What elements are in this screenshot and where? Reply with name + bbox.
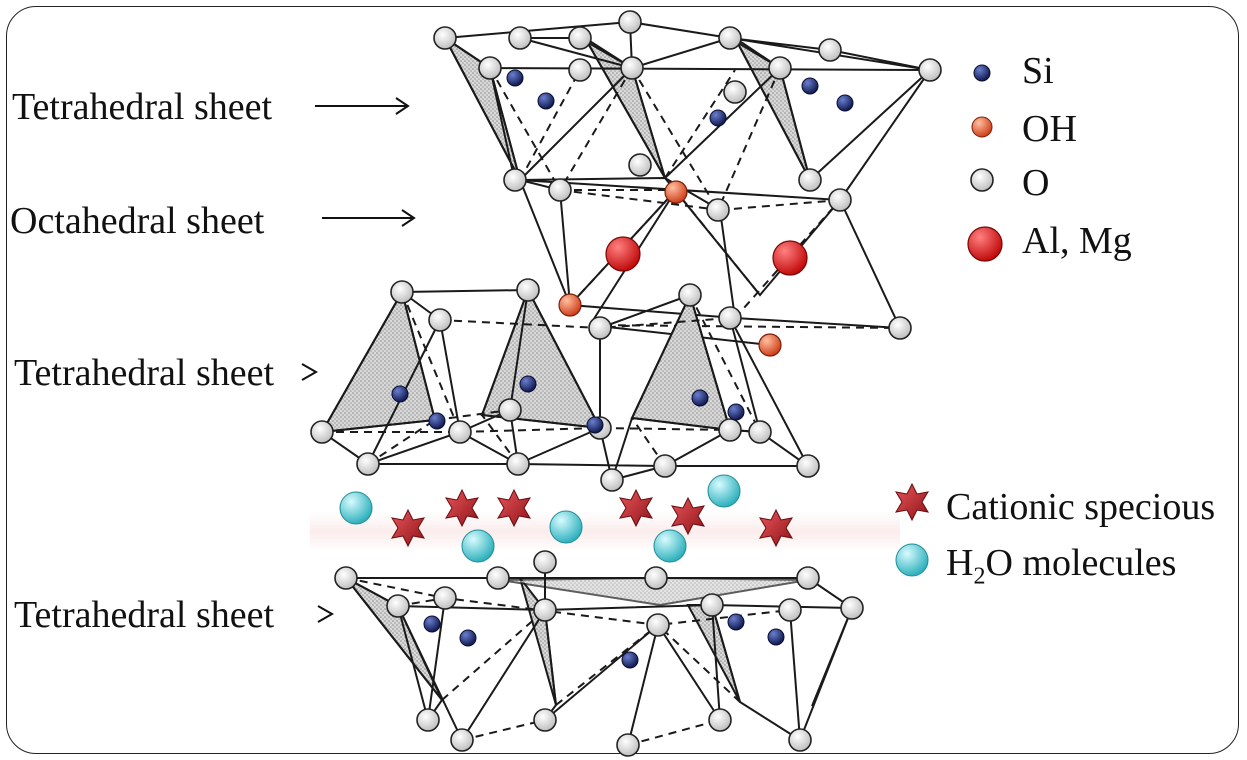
water-molecules	[339, 474, 741, 563]
label-tetrahedral-top: Tetrahedral sheet	[12, 86, 273, 128]
oxygen-atoms	[310, 10, 942, 757]
legend-water-label: H2O molecules	[946, 542, 1177, 590]
chevron-right-icon	[301, 363, 319, 381]
legend-cation-label: Cationic specious	[946, 486, 1216, 528]
al-mg-legend-icon	[967, 226, 1003, 262]
label-octahedral: Octahedral sheet	[10, 200, 265, 242]
figure-frame	[6, 6, 1239, 754]
arrow-icon	[315, 97, 410, 115]
silicon-atoms	[391, 69, 854, 669]
legend-al-mg-label: Al, Mg	[1022, 220, 1132, 262]
si-legend-icon	[973, 64, 991, 82]
label-arrows	[301, 97, 416, 623]
water-legend-icon	[895, 543, 929, 577]
label-tetrahedral-bottom: Tetrahedral sheet	[14, 594, 275, 636]
o-legend-icon	[970, 168, 994, 192]
oh-legend-icon	[971, 116, 993, 138]
legend-si-label: Si	[1022, 50, 1054, 92]
cation-legend-icon	[895, 482, 929, 522]
legend-o-label: O	[1022, 162, 1050, 204]
tetrahedral-sheet-bottom	[345, 562, 854, 746]
hydroxyl-atoms	[558, 180, 782, 357]
label-tetrahedral-middle: Tetrahedral sheet	[14, 352, 275, 394]
al-mg-atoms	[605, 236, 808, 276]
chevron-right-icon	[317, 605, 335, 623]
cation-stars	[391, 488, 793, 548]
arrow-icon	[322, 209, 416, 227]
legend-symbols	[895, 64, 1003, 577]
legend-oh-label: OH	[1022, 108, 1077, 150]
